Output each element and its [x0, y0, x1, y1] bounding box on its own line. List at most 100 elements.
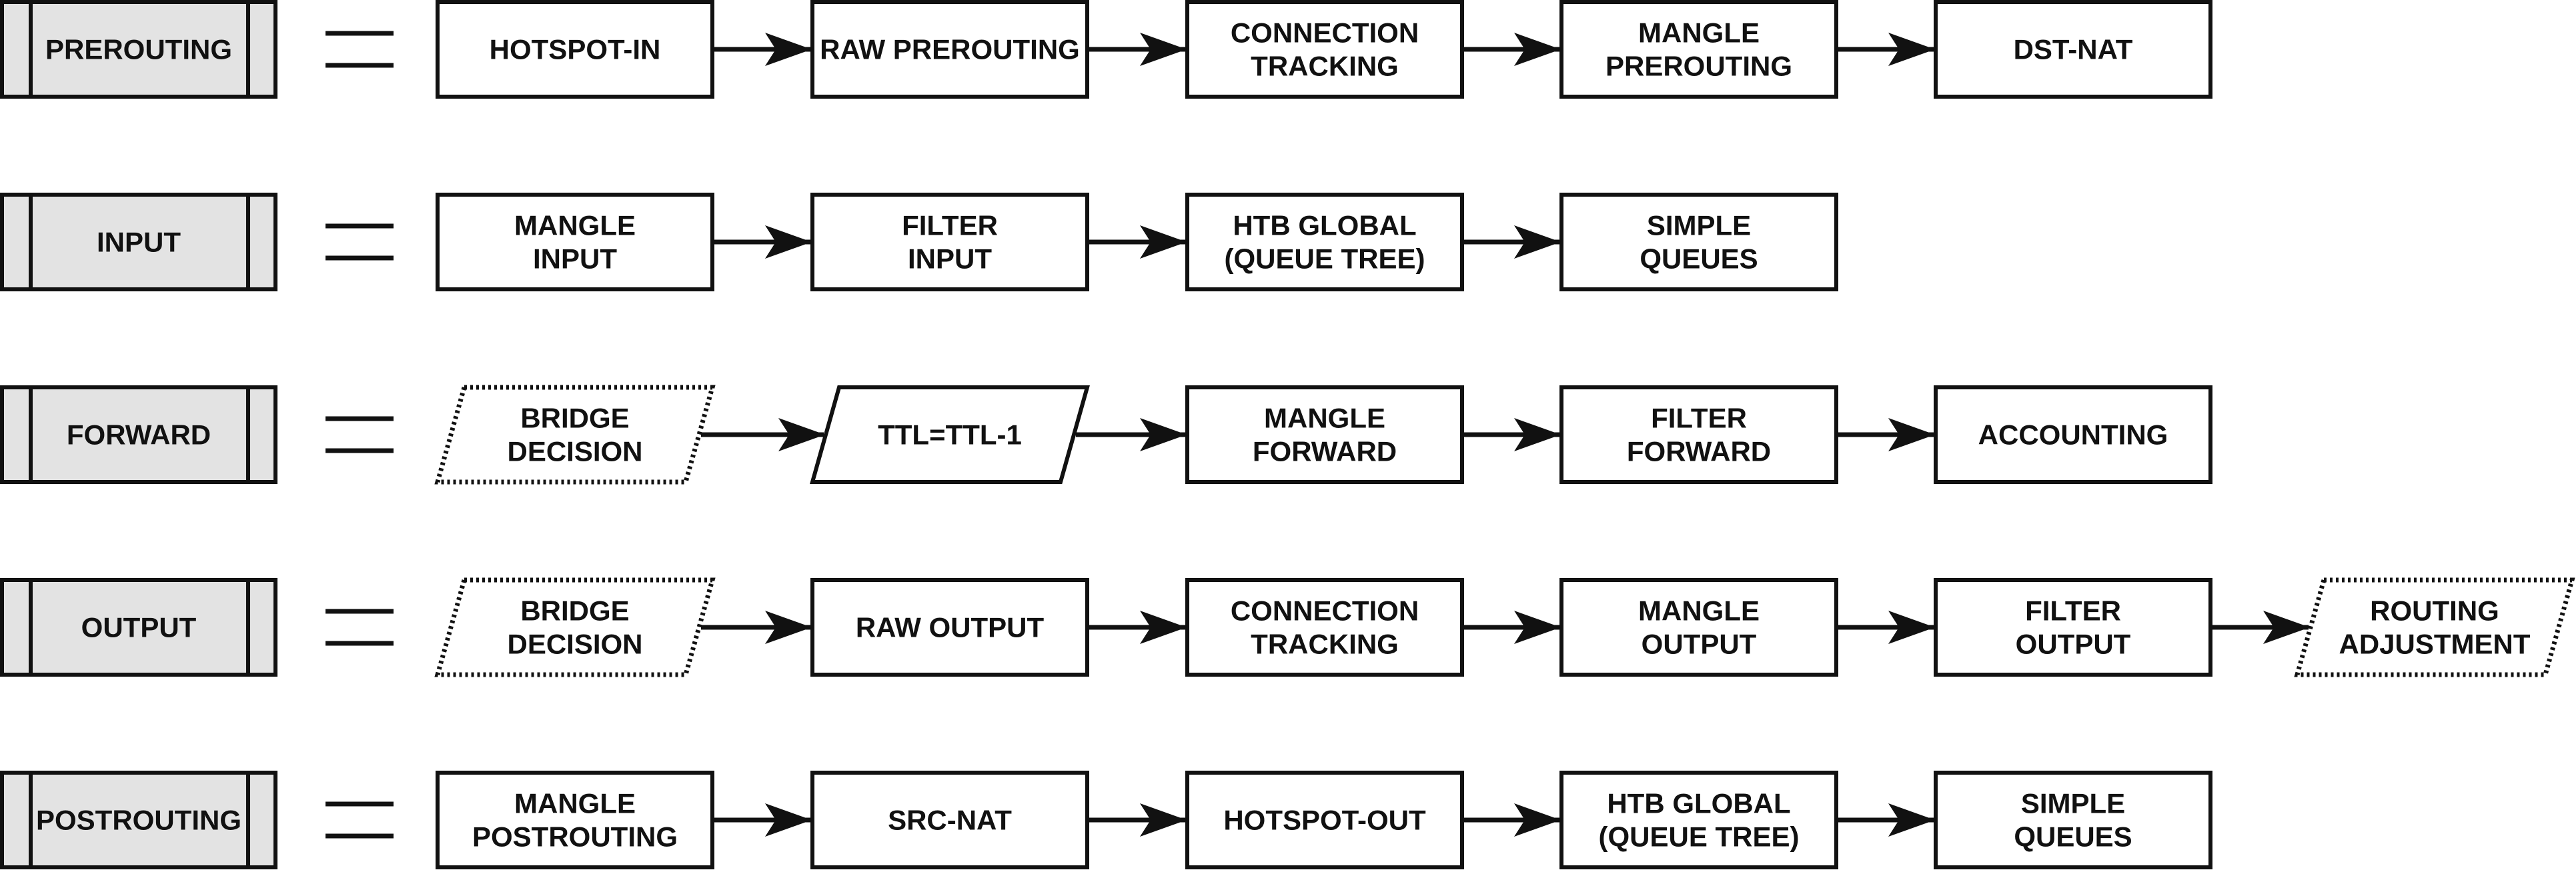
step-label-line-1: HTB GLOBAL [1607, 788, 1790, 819]
step-label-line-1: HOTSPOT-IN [490, 34, 661, 65]
step-htb-global-queue-tree: HTB GLOBAL(QUEUE TREE) [1559, 771, 1838, 869]
step-label-line-1: ROUTING [2370, 595, 2499, 627]
step-label-line-1: DST-NAT [2014, 34, 2133, 65]
step-label-line-1: RAW OUTPUT [856, 612, 1045, 643]
step-box [1559, 771, 1838, 869]
step-label-line-1: SIMPLE [1647, 210, 1751, 241]
step-box [1934, 771, 2212, 869]
step-label-line-1: BRIDGE [520, 595, 629, 627]
equals-sign [326, 31, 394, 68]
step-box [1934, 578, 2212, 677]
step-label-line-1: ACCOUNTING [1978, 419, 2168, 451]
step-label-line-2: QUEUES [2014, 821, 2132, 853]
step-label-line-2: OUTPUT [2016, 629, 2131, 660]
chain-header-label: POSTROUTING [36, 805, 241, 836]
chain-header-label: INPUT [97, 227, 181, 258]
equals-sign [326, 609, 394, 646]
chain-header-postrouting: POSTROUTING [0, 771, 277, 869]
step-box [1559, 0, 1838, 99]
step-label-line-1: FILTER [2025, 595, 2121, 627]
step-parallelogram [434, 577, 716, 677]
step-box [1934, 0, 2212, 99]
step-box [1185, 0, 1464, 99]
chain-header-box [0, 578, 277, 677]
step-label-line-1: BRIDGE [520, 403, 629, 434]
step-label-line-1: SIMPLE [2021, 788, 2125, 819]
chain-header-label: FORWARD [67, 419, 211, 451]
step-raw-output: RAW OUTPUT [810, 578, 1089, 677]
chain-header-prerouting: PREROUTING [0, 0, 277, 99]
step-box [436, 0, 714, 99]
chain-header-box [0, 193, 277, 291]
chain-header-forward: FORWARD [0, 385, 277, 484]
step-box [1185, 385, 1464, 484]
step-label-line-1: MANGLE [514, 788, 636, 819]
step-label-line-1: CONNECTION [1231, 17, 1419, 49]
step-box [810, 193, 1089, 291]
chain-header-box [0, 771, 277, 869]
step-accounting: ACCOUNTING [1934, 385, 2212, 484]
step-htb-global-queue-tree: HTB GLOBAL(QUEUE TREE) [1185, 193, 1464, 291]
step-label-line-2: TRACKING [1251, 629, 1399, 660]
step-label-line-1: CONNECTION [1231, 595, 1419, 627]
step-label-line-2: DECISION [507, 629, 642, 660]
step-label-line-1: MANGLE [514, 210, 636, 241]
step-box [1185, 771, 1464, 869]
chain-header-label: PREROUTING [45, 34, 232, 65]
step-box [810, 771, 1089, 869]
chain-header-box [0, 0, 277, 99]
step-label-line-2: INPUT [533, 243, 617, 275]
step-label-line-1: HOTSPOT-OUT [1223, 805, 1426, 836]
chain-header-output: OUTPUT [0, 578, 277, 677]
step-label-line-1: MANGLE [1638, 17, 1760, 49]
step-label-line-2: FORWARD [1627, 436, 1771, 467]
step-box [810, 0, 1089, 99]
step-parallelogram [434, 385, 716, 485]
step-box [436, 771, 714, 869]
step-label-line-1: TTL=TTL-1 [878, 419, 1022, 451]
step-box [1934, 385, 2212, 484]
chain-header-label: OUTPUT [81, 612, 197, 643]
step-box [1559, 578, 1838, 677]
chain-row-prerouting: PREROUTING HOTSPOT-IN RAW PREROUTING CONNEC… [0, 0, 2212, 99]
step-label-line-2: OUTPUT [1642, 629, 1757, 660]
step-label-line-1: MANGLE [1264, 403, 1385, 434]
step-label-line-2: (QUEUE TREE) [1598, 821, 1799, 853]
step-label-line-2: DECISION [507, 436, 642, 467]
step-label-line-2: QUEUES [1640, 243, 1758, 275]
step-hotspot-in: HOTSPOT-IN [436, 0, 714, 99]
step-hotspot-out: HOTSPOT-OUT [1185, 771, 1464, 869]
step-ttl-ttl-1: TTL=TTL-1 [810, 385, 1090, 484]
chain-header-box [0, 385, 277, 484]
step-label-line-2: POSTROUTING [472, 821, 678, 853]
step-label-line-2: INPUT [908, 243, 992, 275]
step-label-line-1: MANGLE [1638, 595, 1760, 627]
step-label-line-1: SRC-NAT [888, 805, 1012, 836]
step-label-line-1: RAW PREROUTING [820, 34, 1080, 65]
equals-sign [326, 223, 394, 261]
step-label-line-2: PREROUTING [1605, 51, 1792, 82]
chain-header-input: INPUT [0, 193, 277, 291]
step-box [1185, 193, 1464, 291]
step-parallelogram [2294, 577, 2575, 677]
step-label-line-1: HTB GLOBAL [1233, 210, 1416, 241]
step-box [810, 578, 1089, 677]
step-label-line-1: FILTER [1651, 403, 1747, 434]
